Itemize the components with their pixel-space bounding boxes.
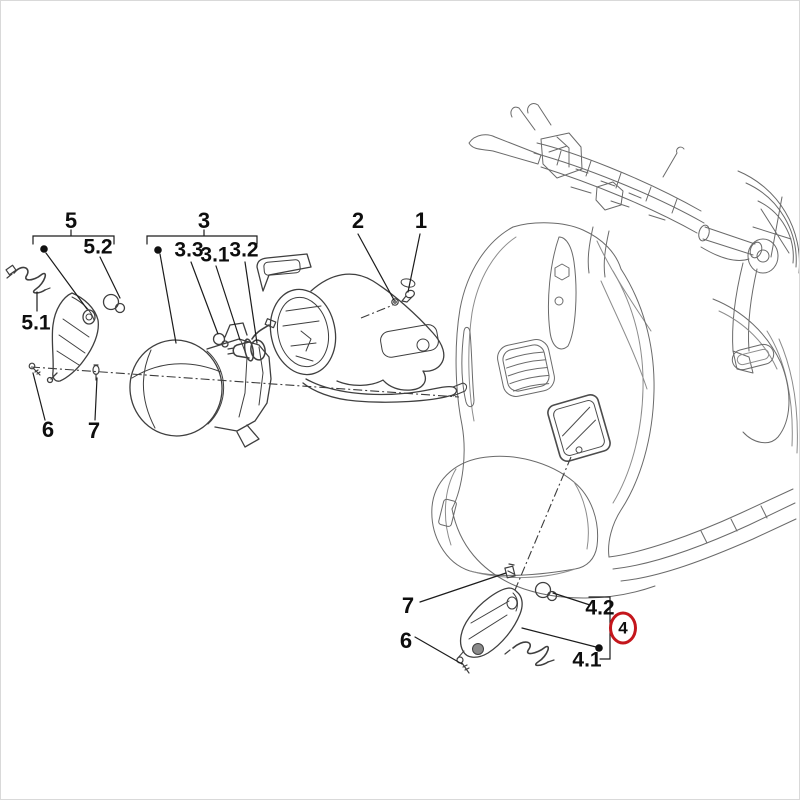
front-grommet-pin: [93, 365, 99, 380]
handlebar-front-cover: [257, 254, 467, 402]
floorboard-rails: [609, 489, 796, 581]
callout-leader-lines: [33, 230, 610, 664]
callout-1-label: 1: [414, 208, 428, 233]
callout-3-2-label: 3.2: [229, 238, 259, 262]
front-turn-signal-lens: [48, 293, 99, 383]
exploded-parts: [6, 254, 556, 673]
callout-7-front-label: 7: [87, 418, 101, 443]
handlebar-tube: [537, 143, 701, 211]
lower-turn-signal-bulb: [536, 583, 557, 601]
scooter-front-line-art: [432, 104, 800, 598]
callout-4-1-label: 4.1: [572, 648, 602, 672]
parking-light-bulb: [214, 334, 229, 348]
group-3-bracket: [147, 230, 257, 244]
callout-5-1-label: 5.1: [21, 311, 51, 335]
rear-screw: [457, 657, 469, 673]
right-grip: [703, 227, 755, 255]
left-mirror-stub: [511, 107, 535, 130]
front-turn-signal-wiring: [6, 265, 50, 293]
horn-grille: [495, 337, 557, 399]
callout-5-2-label: 5.2: [83, 235, 113, 259]
front-fender: [432, 456, 598, 575]
highlight-circle: 4: [609, 611, 637, 645]
turn-signal-axis-dashed-line: [515, 457, 571, 590]
front-screw: [29, 363, 40, 375]
callout-2-label: 2: [351, 208, 365, 233]
headlamp-bulb-holder: [228, 319, 276, 362]
group-5-bracket: [33, 230, 114, 244]
headlamp-axis-dashed-line: [31, 367, 459, 397]
callout-6-rear-label: 6: [399, 628, 413, 653]
callout-group-3-label: 3: [197, 208, 211, 233]
assembly-axis-lines: [31, 305, 571, 590]
callout-3-3-label: 3.3: [174, 238, 204, 262]
callout-4-2-label: 4.2: [585, 596, 615, 620]
cover-screw-2: [392, 299, 398, 305]
front-turn-signal-bulb: [104, 295, 125, 313]
callout-3-1-label: 3.1: [200, 243, 230, 267]
front-wheel: [738, 171, 799, 273]
callout-7-rear-label: 7: [401, 593, 415, 618]
callout-6-front-label: 6: [41, 417, 55, 442]
front-shield: [452, 227, 513, 509]
lower-turn-signal-wiring: [505, 642, 554, 665]
left-brake-lever: [469, 135, 541, 164]
turn-signal-recess: [546, 393, 612, 463]
side-handle: [730, 342, 776, 372]
callout-group-5-label: 5: [64, 208, 78, 233]
callout-group-4-highlight: 4: [609, 611, 637, 645]
